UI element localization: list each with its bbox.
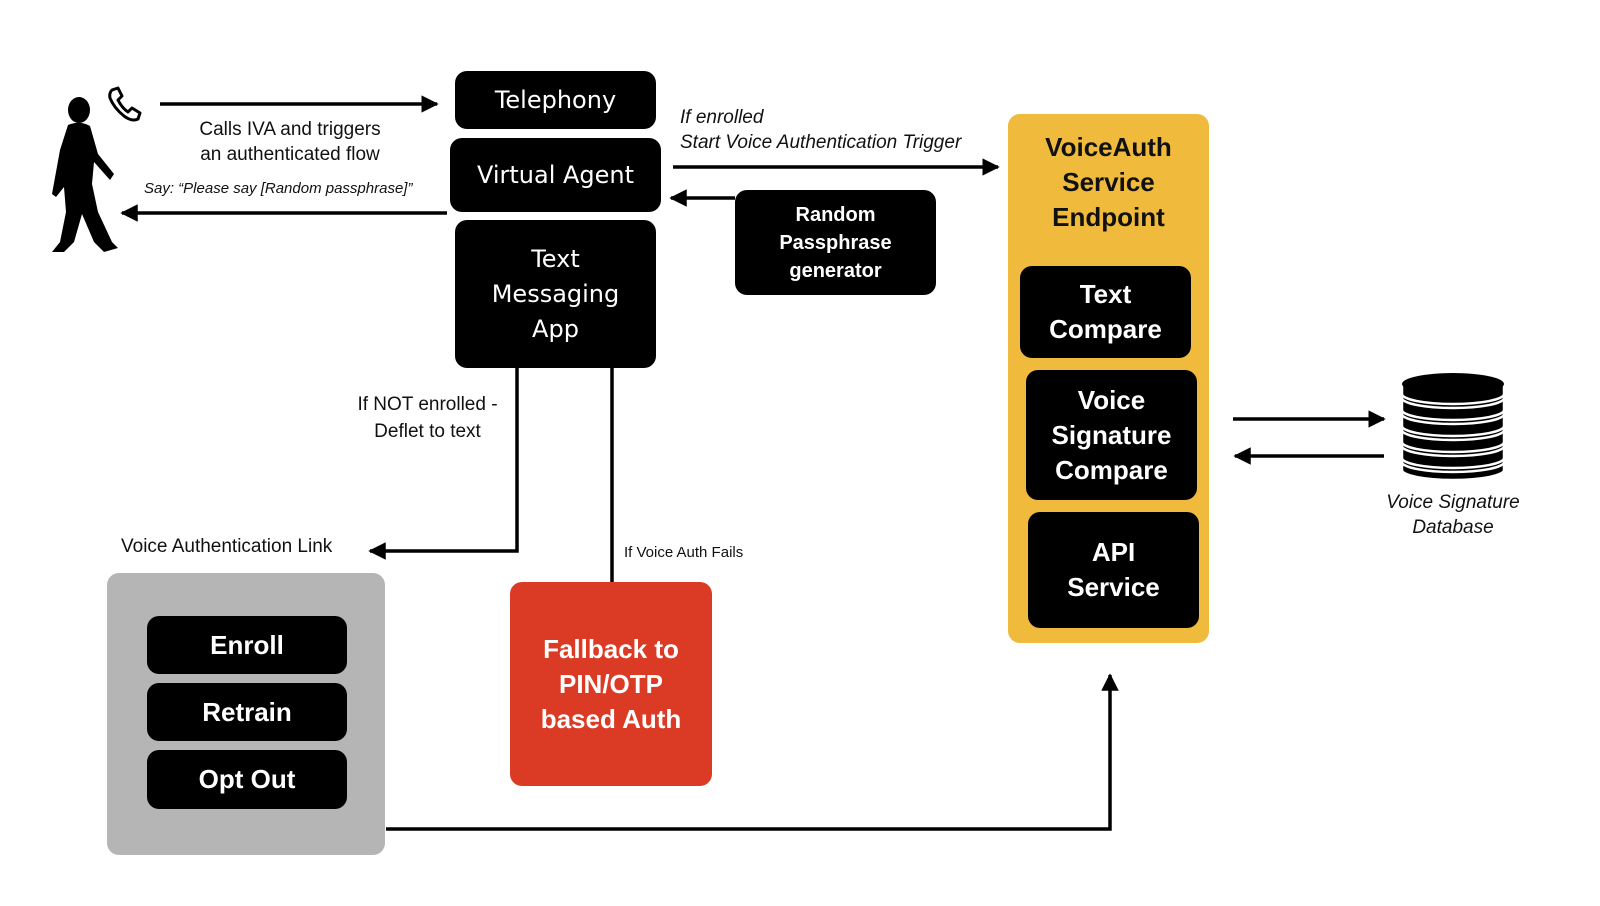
node-label: based Auth [540,703,682,734]
button-label: Retrain [202,696,292,727]
component-label: Signature [1051,419,1172,450]
component-text-compare[interactable]: Text Compare [1020,266,1191,358]
node-voiceauth-service-endpoint[interactable]: VoiceAuth Service Endpoint Text Compare … [1008,114,1209,643]
node-label: Random [795,203,876,226]
node-label: generator [789,259,882,282]
node-fallback-pin-otp[interactable]: Fallback to PIN/OTP based Auth [510,582,712,786]
voiceauth-title: VoiceAuth Service Endpoint [1008,130,1209,235]
edge-label-line: Deflet to text [374,421,481,442]
arrow-not-enrolled-to-link [368,368,519,560]
button-label: Opt Out [198,764,296,794]
edge-label-line: If NOT enrolled - [357,394,498,415]
component-label: Compare [1055,454,1168,485]
database-label: Voice Signature Database [1368,490,1538,540]
node-virtual-agent[interactable]: Virtual Agent [450,138,661,212]
opt-out-button[interactable]: Opt Out [147,750,347,809]
edge-label-voice-auth-fails: If Voice Auth Fails [624,544,744,561]
edge-label-not-enrolled: If NOT enrolled - Deflet to text [345,391,510,445]
node-label: Virtual Agent [476,161,635,189]
edge-label-line: Calls IVA and triggers [199,119,381,140]
node-label: Passphrase [779,231,892,254]
node-label: App [532,314,579,343]
node-label: Messaging [491,279,620,308]
node-label: PIN/OTP [558,668,663,699]
node-text-messaging-app[interactable]: Text Messaging App [455,220,656,368]
edge-label-if-enrolled: If enrolled Start Voice Authentication T… [680,105,961,155]
component-voice-signature-compare[interactable]: Voice Signature Compare [1026,370,1197,500]
button-label: Enroll [210,629,284,660]
person-walking-icon [52,97,118,253]
database-icon [1400,373,1506,480]
node-label: Telephony [494,86,617,114]
node-telephony[interactable]: Telephony [455,71,656,129]
component-label: Voice [1077,384,1146,415]
phone-icon [108,86,142,122]
edge-label-line: Start Voice Authentication Trigger [680,132,962,153]
component-label: Service [1067,572,1160,602]
arrow-enrollment-to-voiceauth [386,673,1119,831]
database-label-line: Voice Signature [1386,492,1520,513]
edge-label-calls-iva: Calls IVA and triggers an authenticated … [180,117,400,167]
database-label-line: Database [1412,517,1494,538]
node-random-passphrase-generator[interactable]: Random Passphrase generator [735,190,936,295]
component-api-service[interactable]: API Service [1028,512,1199,628]
enroll-button[interactable]: Enroll [147,616,347,674]
node-label: Text [531,244,580,273]
retrain-button[interactable]: Retrain [147,683,347,741]
enrollment-panel: Enroll Retrain Opt Out [107,573,385,855]
title-line: Endpoint [1052,202,1165,232]
title-line: VoiceAuth [1045,132,1172,162]
edge-label-line: an authenticated flow [200,144,380,165]
component-label: Text [1079,279,1132,309]
component-label: API [1091,537,1136,567]
component-label: Compare [1049,314,1162,344]
edge-label-line: If enrolled [680,107,764,128]
title-line: Service [1062,167,1155,197]
edge-label-say-passphrase: Say: “Please say [Random passphrase]” [144,180,413,197]
edge-label-voice-auth-link: Voice Authentication Link [121,536,333,557]
node-label: Fallback to [543,633,679,664]
